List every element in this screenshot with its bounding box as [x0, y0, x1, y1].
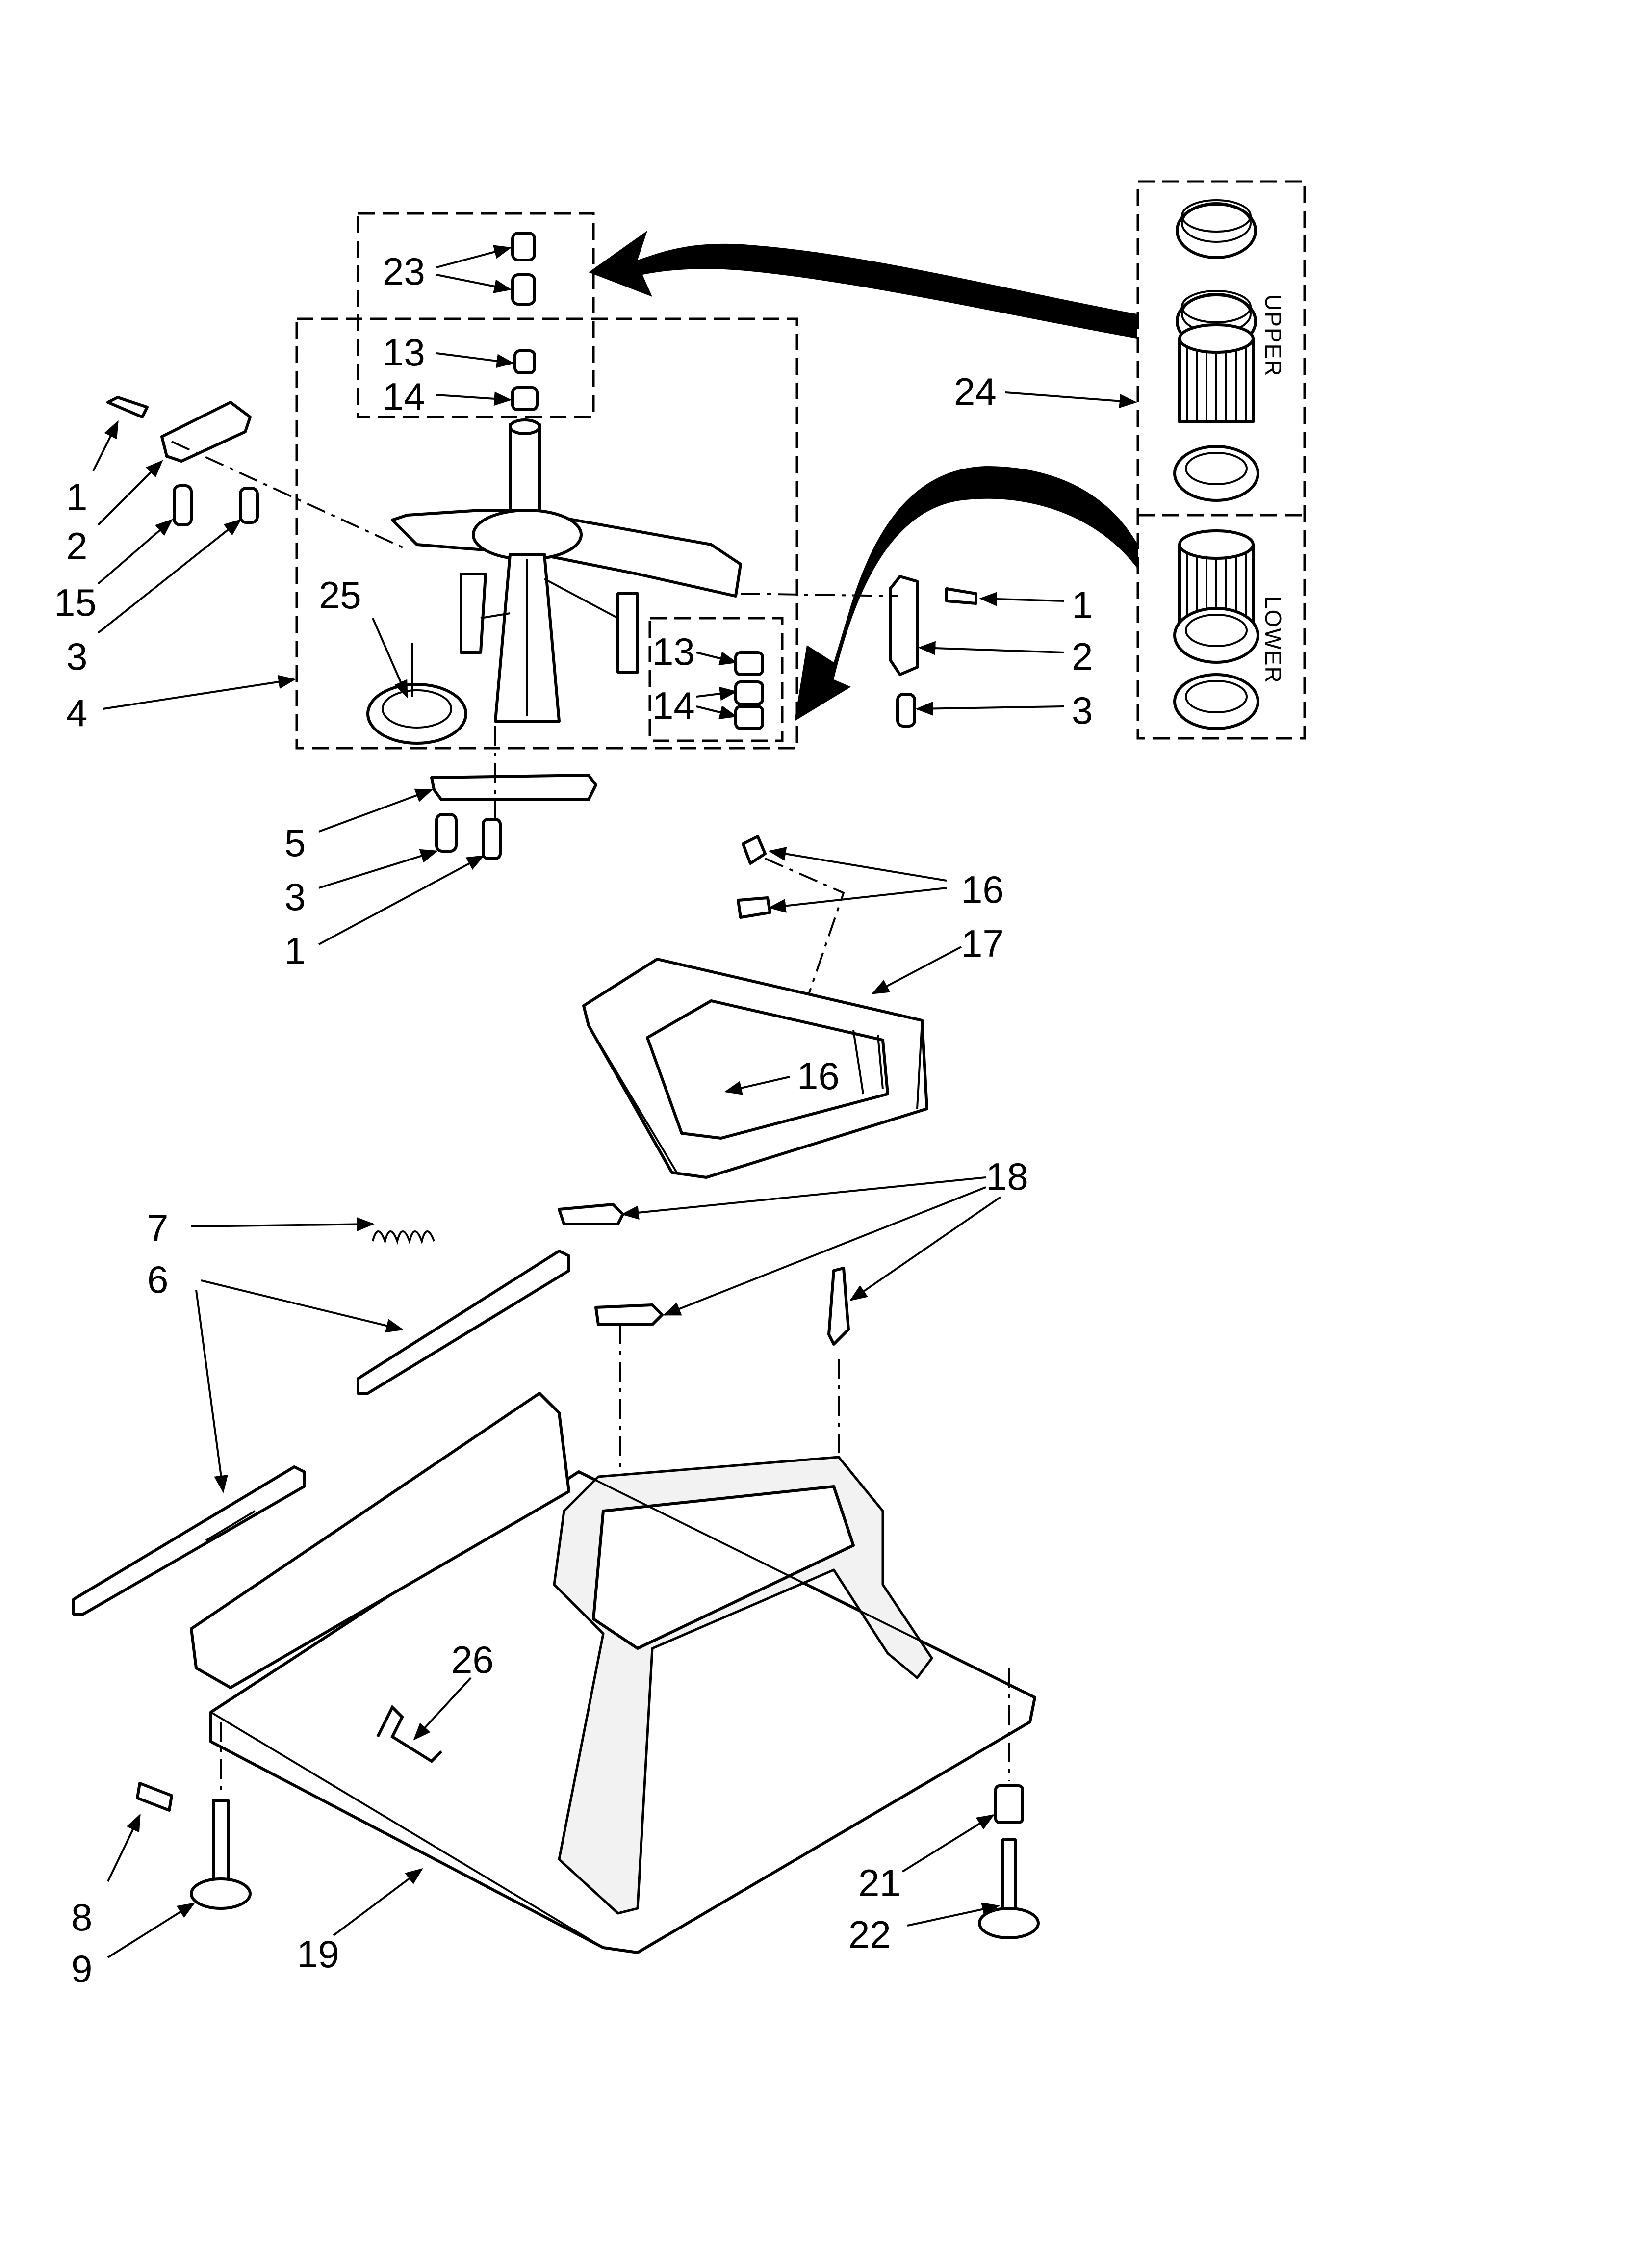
top-snubbers — [511, 232, 539, 411]
callout-8: 8 — [71, 1896, 92, 1939]
cabinet-base — [190, 1392, 1036, 1954]
hook — [376, 1704, 443, 1763]
box-mechanism-base — [295, 317, 798, 750]
callout-5: 5 — [284, 821, 306, 864]
spring — [372, 1230, 435, 1245]
leader-lines — [92, 245, 1137, 1958]
upper-kit-label: UPPER — [1260, 294, 1286, 377]
callout-21: 21 — [858, 1861, 901, 1904]
mechanism-base — [391, 418, 742, 723]
box-snubber-side — [648, 617, 784, 742]
callout-22: 22 — [848, 1913, 891, 1956]
right-bracket-group — [740, 575, 977, 728]
callout-19: 19 — [297, 1932, 339, 1976]
lower-bracket — [430, 726, 597, 860]
callout-13-side: 13 — [652, 630, 695, 673]
left-leg — [136, 1722, 252, 1910]
box-snubber-top — [357, 212, 595, 418]
pads — [558, 1203, 850, 1653]
callout-14-side: 14 — [652, 684, 695, 727]
callout-16-top: 16 — [961, 868, 1004, 911]
callout-15: 15 — [54, 581, 97, 624]
seal-ring — [366, 643, 467, 745]
callout-2-left: 2 — [66, 524, 87, 568]
lower-kit-parts — [1173, 529, 1259, 730]
lower-kit-label: LOWER — [1260, 596, 1286, 684]
callout-1-left: 1 — [66, 475, 87, 519]
callout-17: 17 — [961, 922, 1004, 965]
callout-13-top: 13 — [383, 331, 425, 374]
callout-3-right: 3 — [1072, 689, 1093, 732]
callout-6: 6 — [147, 1258, 168, 1301]
callout-14-top: 14 — [383, 375, 425, 418]
frame — [582, 958, 928, 1179]
lower-kit-arrow — [795, 466, 1138, 721]
callout-25: 25 — [319, 574, 361, 617]
callout-3-left: 3 — [66, 635, 87, 678]
callout-16-frame: 16 — [797, 1054, 840, 1097]
callout-1-lower: 1 — [284, 929, 306, 972]
callout-24: 24 — [954, 370, 997, 413]
box-repair-kit — [1136, 180, 1306, 740]
supports — [72, 1250, 570, 1616]
callout-numbers: 23 13 14 24 1 2 15 3 25 4 1 2 3 13 14 5 … — [54, 250, 1093, 1990]
callout-7: 7 — [147, 1206, 168, 1250]
left-bracket-group — [106, 396, 408, 550]
side-snubbers — [734, 651, 764, 730]
callout-18: 18 — [986, 1155, 1028, 1198]
callout-3-lower: 3 — [284, 875, 306, 918]
callout-26: 26 — [451, 1638, 494, 1681]
callout-23: 23 — [383, 250, 425, 293]
callout-1-right: 1 — [1072, 583, 1093, 626]
callout-4: 4 — [66, 691, 87, 734]
upper-kit-parts — [1173, 199, 1259, 502]
callout-9: 9 — [71, 1947, 92, 1990]
upper-kit-arrow — [589, 231, 1137, 339]
callout-2-right: 2 — [1072, 635, 1093, 678]
